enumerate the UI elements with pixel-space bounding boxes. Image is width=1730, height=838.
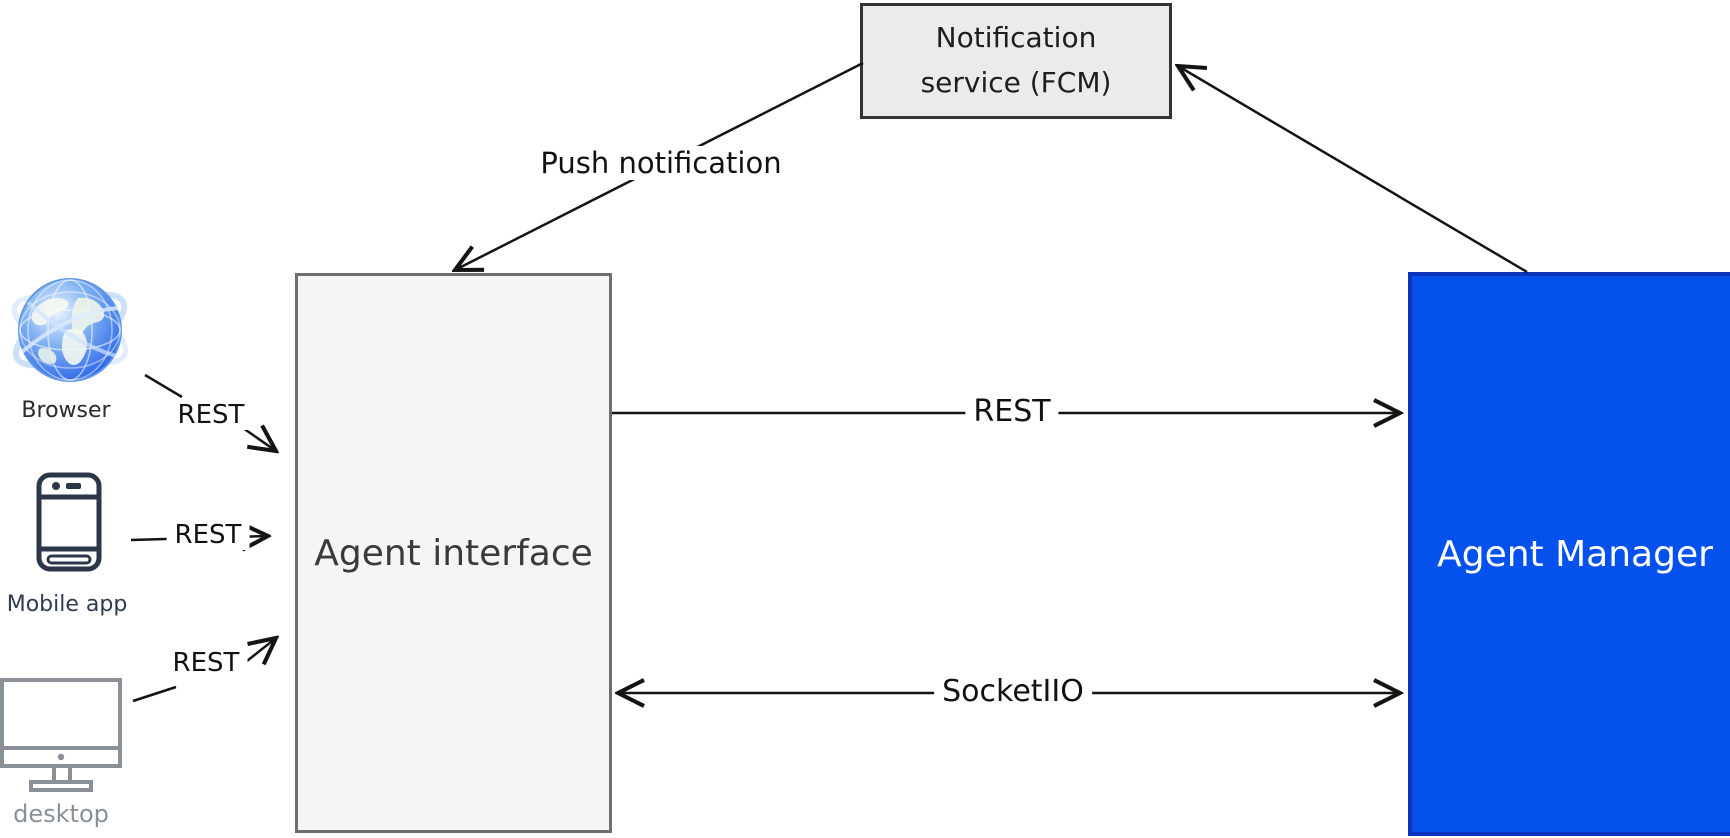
edge-label-mobile-rest: REST	[166, 520, 250, 550]
edge-desktop-rest-head	[246, 638, 276, 661]
edge-label-browser-rest: REST	[169, 400, 253, 430]
agent-manager-node: Agent Manager	[1408, 272, 1730, 836]
mobile-app-label: Mobile app	[6, 592, 128, 617]
edge-label-push-notification: Push notification	[532, 146, 790, 180]
smartphone-icon	[36, 472, 102, 572]
notification-service-label-line1: Notification	[935, 21, 1097, 55]
edge-desktop-rest-tail	[132, 685, 177, 703]
globe-icon	[8, 268, 132, 392]
notification-service-label: Notification service (FCM)	[921, 16, 1112, 106]
edge-browser-rest-tail	[144, 373, 183, 399]
edge-label-desktop-rest: REST	[164, 648, 248, 678]
agent-manager-label: Agent Manager	[1437, 533, 1713, 575]
edge-label-rest-api: REST	[965, 394, 1059, 429]
notification-service-label-line2: service (FCM)	[920, 66, 1112, 99]
agent-interface-node: Agent interface	[295, 273, 612, 833]
edge-browser-rest-head	[242, 428, 276, 451]
edge-manager-to-notification	[1178, 66, 1528, 274]
agent-interface-label: Agent interface	[314, 532, 593, 574]
desktop-monitor-icon	[0, 678, 124, 792]
notification-service-node: Notification service (FCM)	[860, 3, 1172, 119]
browser-label: Browser	[21, 398, 111, 423]
desktop-label: desktop	[13, 800, 109, 828]
edge-label-socket: SocketIIO	[934, 674, 1092, 709]
